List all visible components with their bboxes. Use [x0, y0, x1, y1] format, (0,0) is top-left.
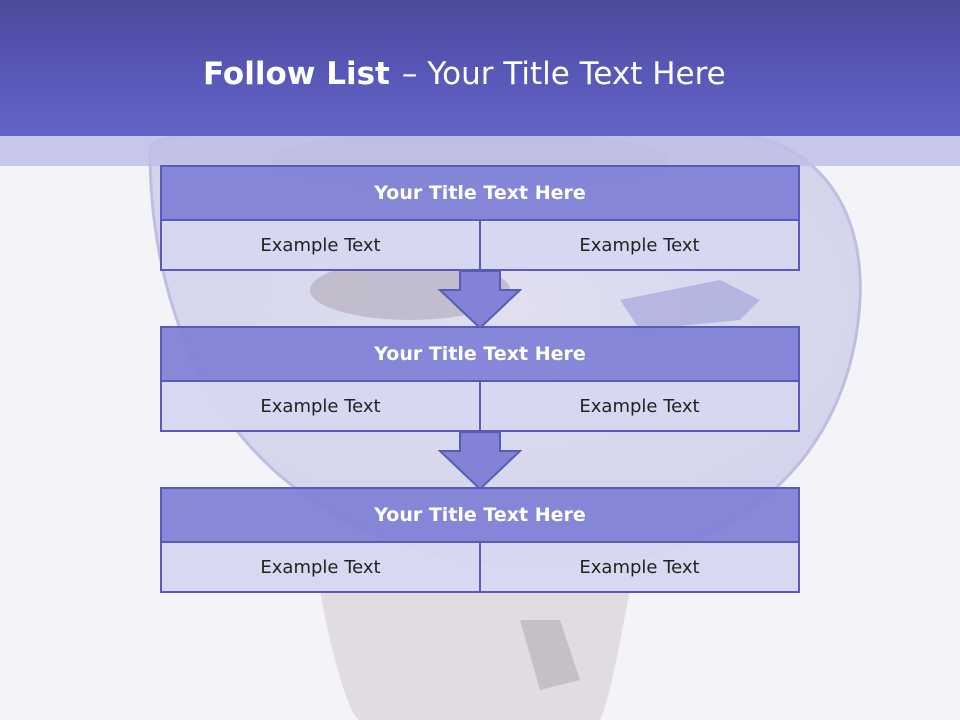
slide-title-bold: Follow List	[203, 56, 390, 92]
block-title: Your Title Text Here	[160, 487, 800, 543]
block-row: Example Text Example Text	[160, 382, 800, 432]
block-cell-left: Example Text	[160, 382, 481, 432]
slide-title-dash: –	[401, 56, 418, 92]
list-block-2: Your Title Text Here Example Text Exampl…	[160, 326, 800, 432]
list-block-3: Your Title Text Here Example Text Exampl…	[160, 487, 800, 593]
block-title: Your Title Text Here	[160, 326, 800, 382]
list-block-1: Your Title Text Here Example Text Exampl…	[160, 165, 800, 271]
block-row: Example Text Example Text	[160, 543, 800, 593]
block-cell-right: Example Text	[481, 543, 800, 593]
slide-title-rest: Your Title Text Here	[427, 56, 726, 92]
block-row: Example Text Example Text	[160, 221, 800, 271]
block-cell-right: Example Text	[481, 382, 800, 432]
slide-title: Follow List–Your Title Text Here	[203, 56, 726, 92]
block-title: Your Title Text Here	[160, 165, 800, 221]
down-arrow-icon	[438, 431, 522, 491]
block-cell-left: Example Text	[160, 221, 481, 271]
block-cell-right: Example Text	[481, 221, 800, 271]
header-band	[0, 0, 960, 136]
block-cell-left: Example Text	[160, 543, 481, 593]
header-strip	[0, 136, 960, 166]
down-arrow-icon	[438, 270, 522, 330]
